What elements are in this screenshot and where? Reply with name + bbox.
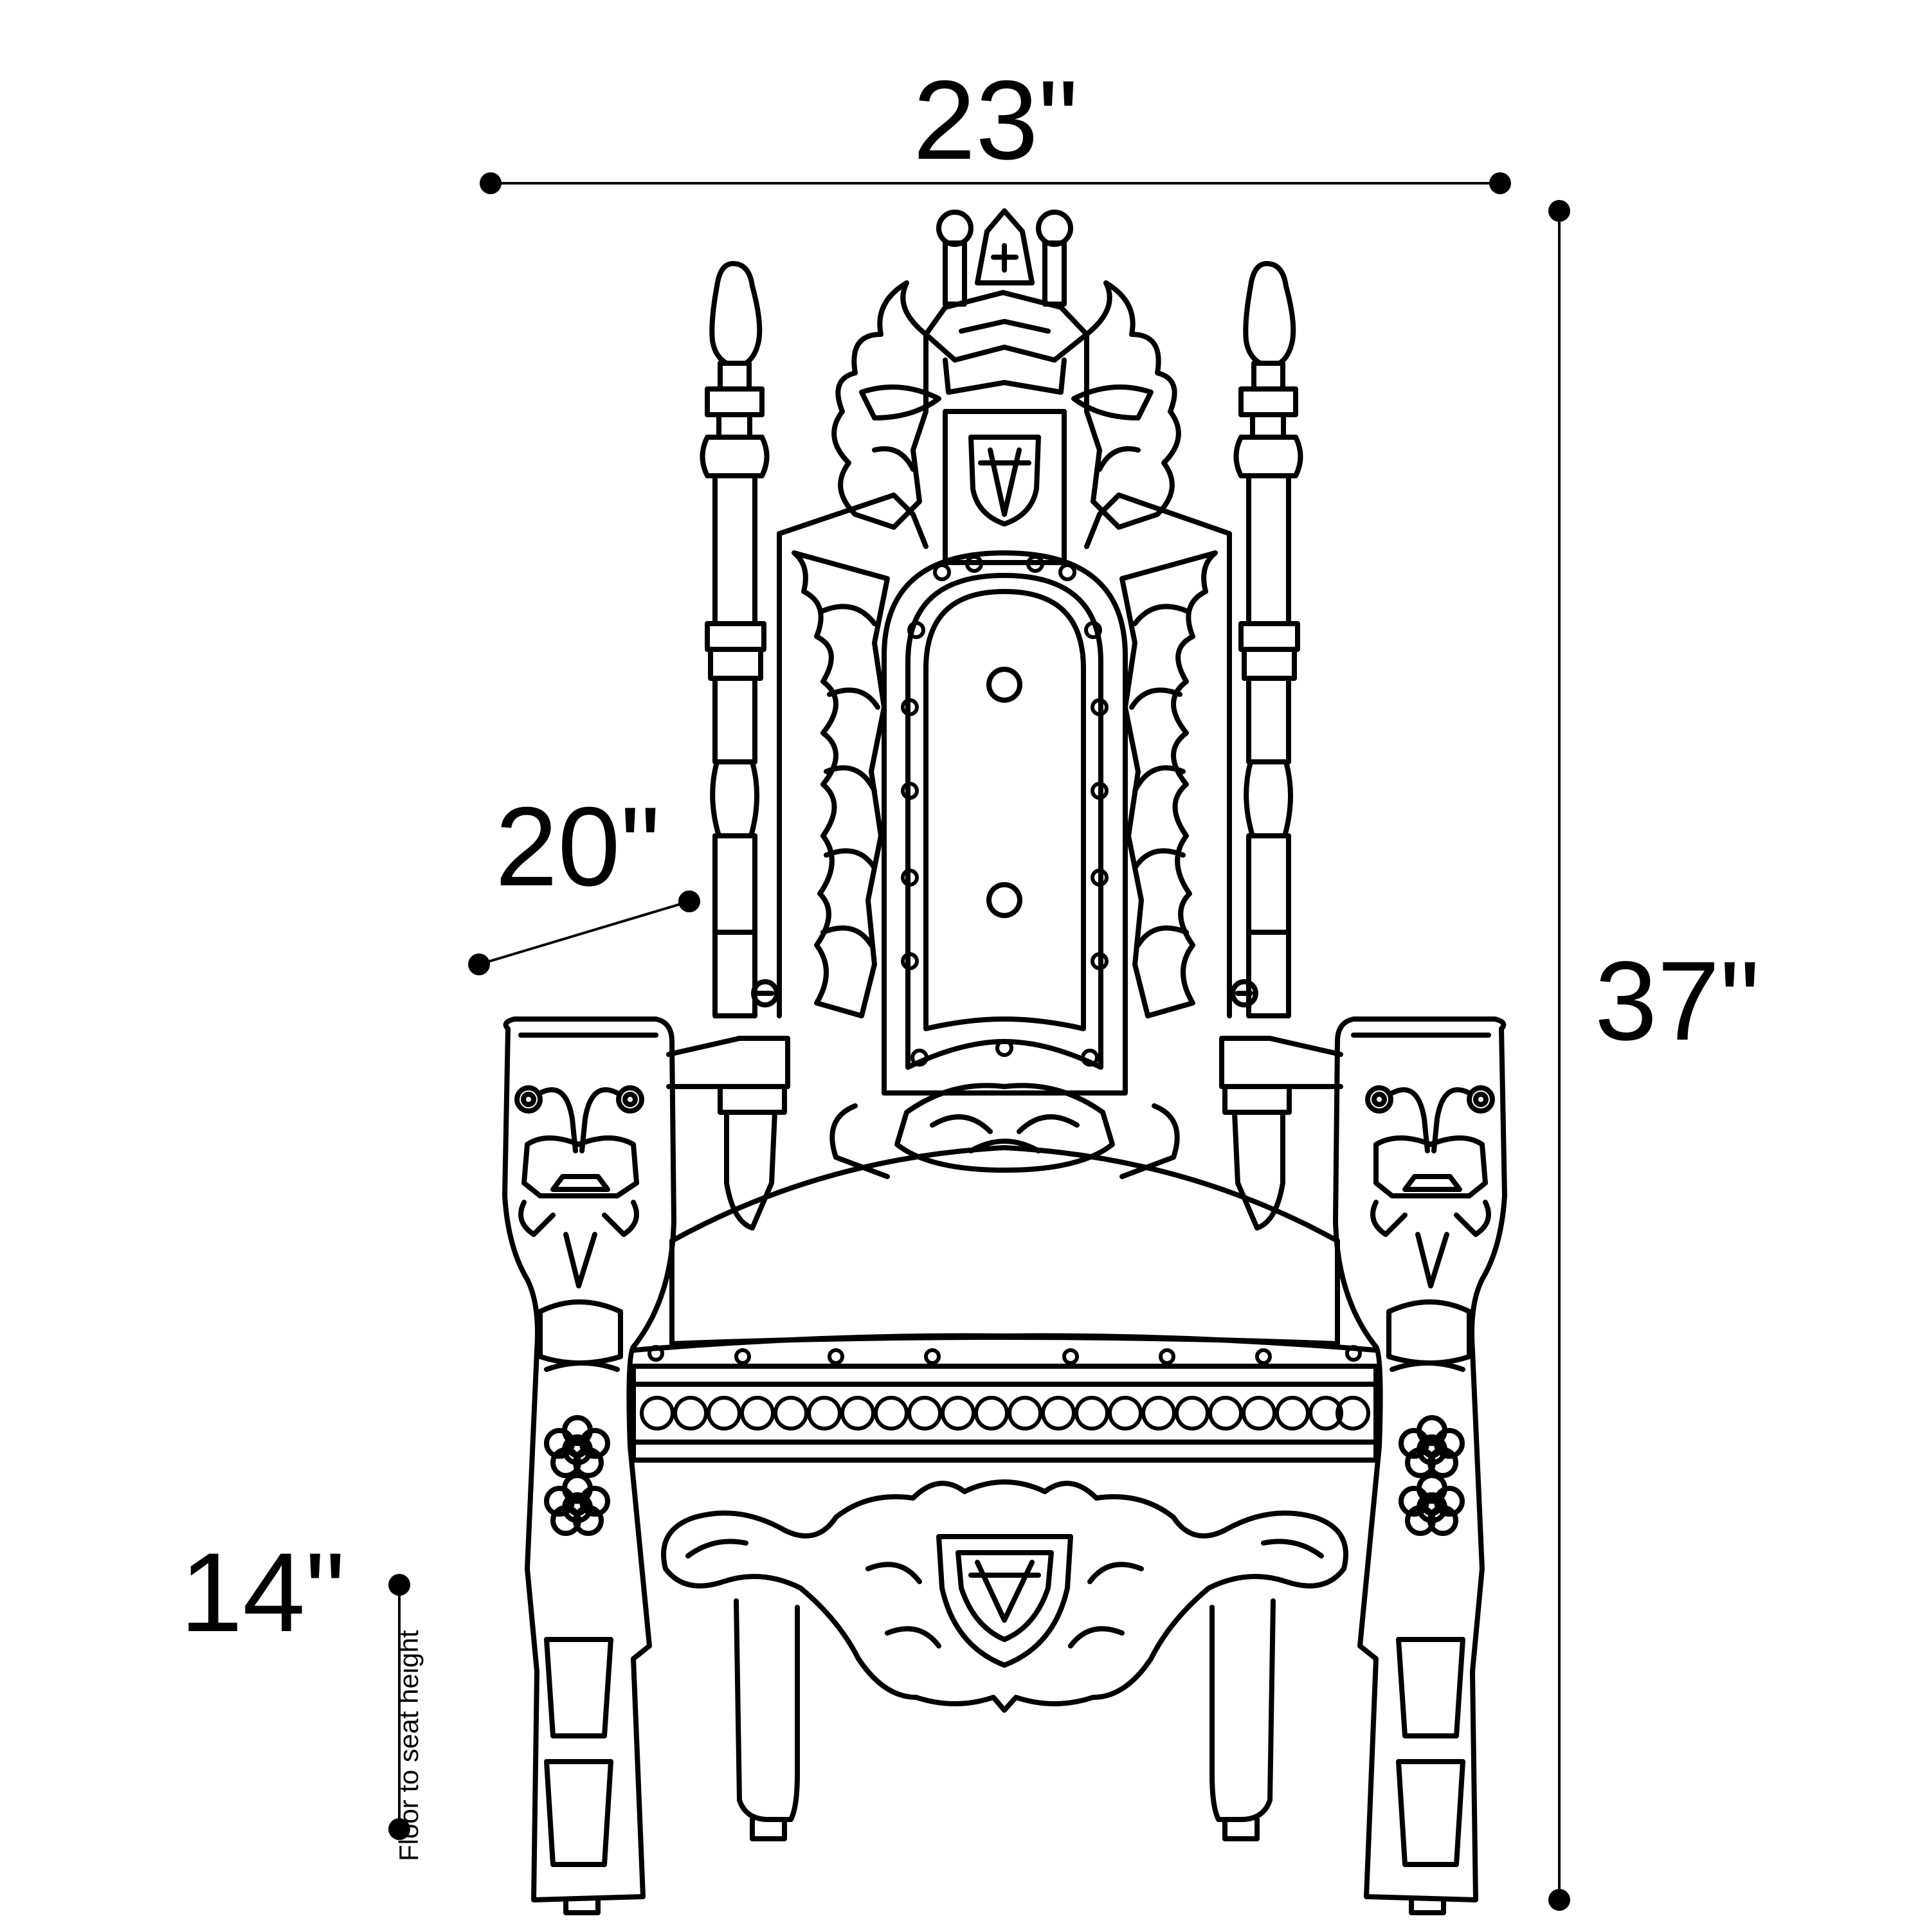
back-crest-carving — [831, 280, 1181, 530]
back-legs — [734, 1598, 1276, 1841]
crest-shield-panel — [943, 409, 1067, 565]
seat-height-caption: Floor to seat height — [394, 1630, 424, 1861]
right-finial-post — [1230, 261, 1303, 1018]
dimension-lines — [398, 182, 1561, 1901]
dimension-endpoints — [388, 172, 1570, 1911]
left-leg-flowers — [544, 1415, 613, 1915]
width-dimension-label: 23" — [913, 58, 1078, 183]
left-arm-leg — [502, 1016, 676, 1902]
seat-apron — [631, 1364, 1379, 1463]
seat-edge-studs — [648, 1345, 1362, 1365]
top-rail — [777, 492, 1232, 1018]
left-carved-panel — [792, 550, 890, 1018]
back-cushion-buttons — [986, 667, 1022, 918]
front-stretcher-carving — [661, 1479, 1348, 1713]
arm-rails — [666, 1036, 1343, 1231]
right-carved-panel — [1119, 550, 1218, 1018]
seat-cushion — [631, 1145, 1379, 1353]
right-leg-flowers — [1396, 1415, 1465, 1915]
left-finial-post — [700, 261, 779, 1018]
crown-crest — [923, 208, 1089, 395]
apron-bead-row — [640, 1396, 1370, 1431]
height-dimension-label: 37" — [1595, 939, 1760, 1064]
seat-height-dimension-label: 14" — [180, 1530, 345, 1656]
right-arm-leg — [1333, 1016, 1507, 1902]
back-cushion-studs — [901, 555, 1109, 1067]
depth-dimension-label: 20" — [495, 784, 660, 910]
